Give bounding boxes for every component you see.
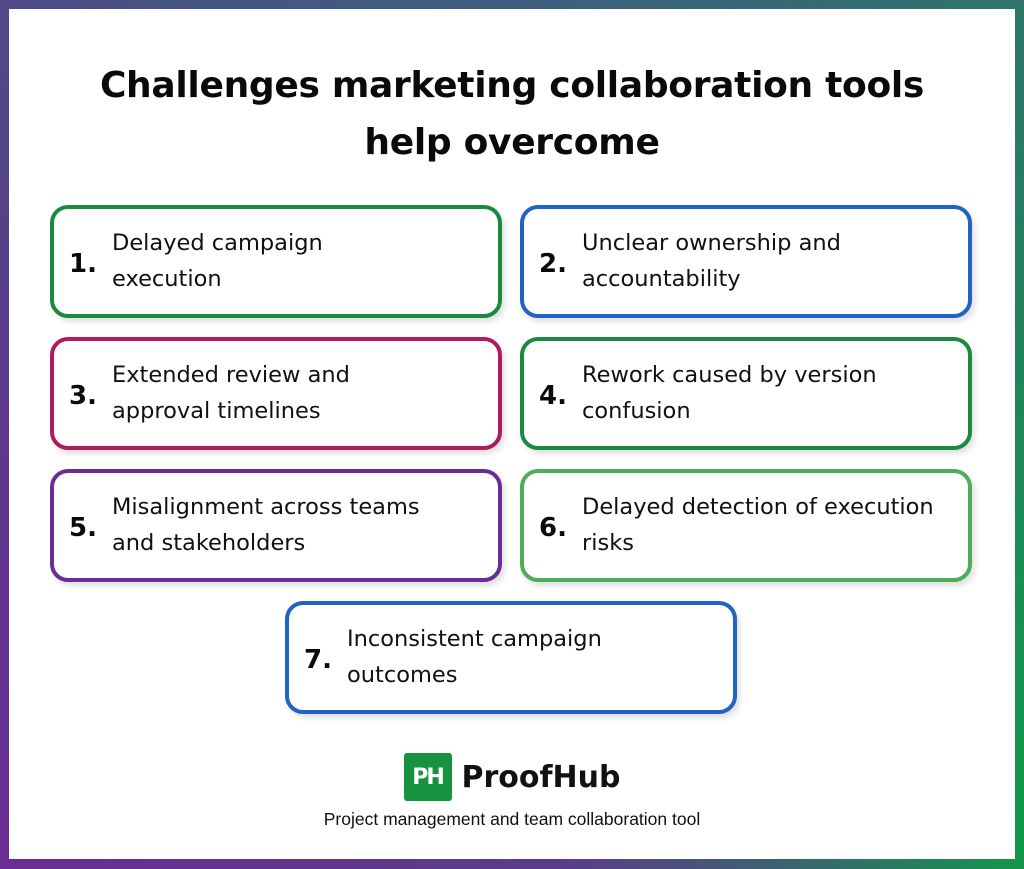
challenge-card-5: 5. Misalignment across teams and stakeho…	[50, 469, 502, 582]
card-text: Inconsistent campaign outcomes	[347, 625, 602, 688]
card-number: 1.	[69, 248, 97, 279]
card-text: Extended review and approval timelines	[112, 361, 350, 424]
challenge-card-7: 7. Inconsistent campaign outcomes	[285, 601, 737, 714]
card-text: Misalignment across teams and stakeholde…	[112, 493, 420, 556]
challenge-card-3: 3. Extended review and approval timeline…	[50, 337, 502, 450]
brand-tagline: Project management and team collaboratio…	[323, 809, 701, 829]
challenge-card-2: 2. Unclear ownership and accountability	[520, 205, 972, 318]
infographic-canvas: Challenges marketing collaboration tools…	[9, 9, 1015, 859]
proofhub-logo-icon: PH	[403, 753, 452, 801]
card-number: 5.	[69, 512, 97, 543]
card-number: 4.	[539, 380, 567, 411]
card-number: 2.	[539, 248, 567, 279]
page-title: Challenges marketing collaboration tools…	[9, 57, 1015, 171]
card-text: Unclear ownership and accountability	[582, 229, 841, 292]
brand-logo: PH ProofHub	[9, 753, 1015, 801]
title-line-1: Challenges marketing collaboration tools	[99, 65, 925, 106]
challenge-card-1: 1. Delayed campaign execution	[50, 205, 502, 318]
title-line-2: help overcome	[364, 122, 660, 163]
brand-name: ProofHub	[461, 759, 621, 795]
card-number: 3.	[69, 380, 97, 411]
card-text: Rework caused by version confusion	[582, 361, 877, 424]
challenge-card-6: 6. Delayed detection of execution risks	[520, 469, 972, 582]
card-number: 7.	[304, 644, 332, 675]
card-text: Delayed detection of execution risks	[582, 493, 934, 556]
card-text: Delayed campaign execution	[112, 229, 323, 292]
challenge-card-4: 4. Rework caused by version confusion	[520, 337, 972, 450]
card-number: 6.	[539, 512, 567, 543]
